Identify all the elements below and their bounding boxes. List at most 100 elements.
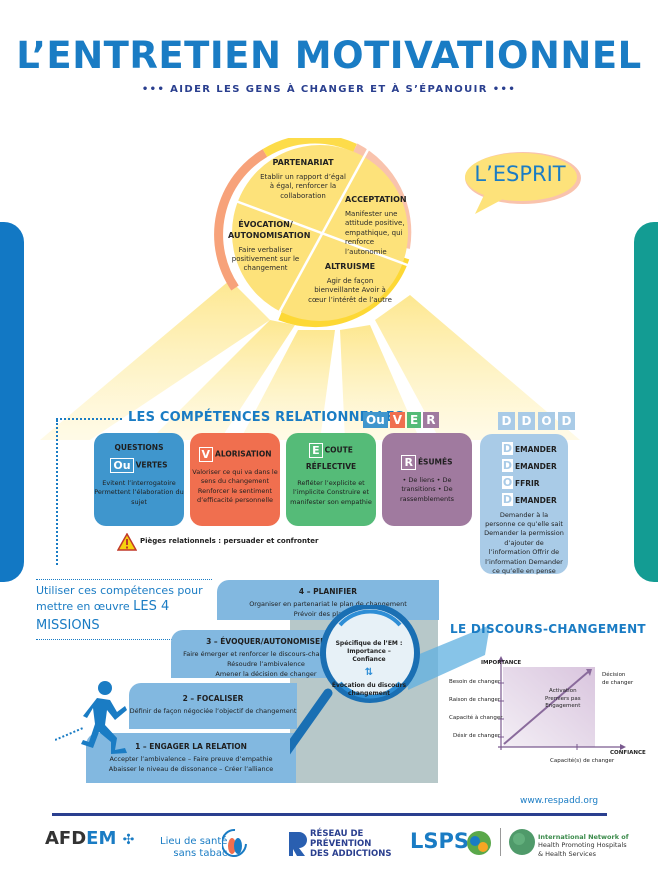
y-ticks [498, 682, 578, 750]
left-side-band [0, 222, 24, 582]
card-letter: Ou [110, 457, 134, 473]
y-level: Désir de changer [453, 733, 501, 739]
respadd-line: PRÉVENTION [310, 838, 372, 849]
respadd-logo: RÉSEAU DE PRÉVENTION DES ADDICTIONS [310, 829, 392, 859]
missions-highlight: LES 4 MISSIONS [36, 599, 170, 633]
y-axis-arrow [498, 656, 504, 662]
website-link[interactable]: www.respadd.org [520, 796, 599, 806]
discours-title: LE DISCOURS-CHANGEMENT [450, 622, 646, 636]
card-desc: Valoriser ce qui va dans le sens du chan… [192, 468, 278, 505]
tag-d: D [498, 412, 515, 430]
magnifier-icon [290, 605, 490, 755]
tag-d: D [518, 412, 535, 430]
globe-icon [509, 829, 535, 855]
dotted-connector [56, 420, 58, 565]
tag-e: E [407, 412, 422, 428]
page-subtitle: ••• AIDER LES GENS À CHANGER ET À S’ÉPAN… [141, 84, 517, 95]
mission-step-1: 1 – ENGAGER LA RELATION Accepter l’ambiv… [86, 733, 296, 783]
step-title: 4 – PLANIFIER [298, 587, 358, 596]
footer-divider [52, 813, 607, 816]
card-desc: • De liens • De transitions • De rassemb… [399, 476, 455, 503]
esprit-label: L’ESPRIT [474, 162, 566, 186]
y-level: Raison de changer [449, 697, 501, 703]
hph-line: Health Promoting Hospitals [538, 841, 627, 850]
card-desc: Refléter l’explicite et l’implicite Cons… [290, 478, 372, 506]
sun-rays [40, 280, 580, 440]
respadd-line: DES ADDICTIONS [310, 848, 392, 859]
ddod-rest: EMANDER [515, 445, 557, 454]
right-side-band [634, 222, 658, 582]
afdem-a: AFD [45, 828, 87, 849]
step-line: Faire émerger et renforcer le discours-c… [183, 650, 349, 659]
respadd-icon [289, 832, 307, 856]
end-line: Décision [602, 672, 626, 678]
mission-step-4: 4 – PLANIFIER Organiser en partenariat l… [217, 580, 439, 620]
lieu-line: sans tabac [173, 848, 228, 859]
magnifier-text: Spécifique de l’EM : Importance – Confia… [330, 640, 408, 698]
hph-logo: International Network of Health Promotin… [538, 833, 629, 858]
card-sub: RÉFLECTIVE [305, 462, 357, 471]
mission-step-2: 2 – FOCALISER Définir de façon négociée … [129, 683, 297, 729]
tag-v: V [389, 412, 406, 428]
tag-r: R [423, 412, 439, 428]
x-axis-arrow [620, 744, 626, 750]
hph-line: International Network of [538, 833, 629, 841]
page-title: L’ENTRETIEN MOTIVATIONNEL [16, 34, 642, 77]
center-line: Activation [549, 688, 577, 694]
updown-arrow-icon: ⇅ [364, 667, 374, 679]
puzzle-icon: ✣ [122, 832, 135, 848]
tag-d: D [558, 412, 575, 430]
center-text: Activation Premiers pas Engagement [545, 688, 581, 711]
magnifier-line: Spécifique de l’EM : Importance – Confia… [335, 640, 403, 664]
ray [340, 325, 420, 440]
step-title: 1 – ENGAGER LA RELATION [135, 742, 247, 751]
quadrant-text: Manifester une attitude positive, empath… [345, 209, 405, 256]
step-line: Prévoir des plans “B” [293, 610, 363, 618]
runner-icon [55, 681, 127, 754]
card-pre: QUESTIONS [114, 443, 164, 452]
tag-o: O [538, 412, 555, 430]
step-line: Abaisser le niveau de dissonance – Créer… [108, 765, 274, 773]
ddod-desc: Demander à la personne ce qu’elle sait D… [484, 510, 564, 576]
quadrant-title: ÉVOCATION/ AUTONOMISATION [228, 220, 311, 240]
step-line: Résoudre l’ambivalence [227, 660, 305, 668]
card-rest: VERTES [135, 460, 168, 470]
ddod-rest: EMANDER [515, 461, 557, 471]
ddod-rest: EMANDER [515, 495, 557, 505]
x-axis-label: CONFIANCE [610, 750, 646, 756]
warning-text: Pièges relationnels : persuader et confr… [140, 537, 319, 545]
quadrant-title: ACCEPTATION [345, 195, 407, 204]
ray [375, 295, 580, 440]
tag-ou: Ou [363, 412, 388, 428]
lsps-icon [467, 831, 491, 855]
end-label: Décision de changer [602, 672, 633, 687]
afdem-b: EM [86, 828, 117, 849]
ddod-letter: D [502, 442, 513, 455]
card-rest: ALORISATION [215, 449, 272, 459]
quadrant-title: ALTRUISME [324, 262, 376, 271]
step-title: 2 – FOCALISER [182, 694, 244, 703]
quadrant-text: Etablir un rapport d’égal à égal, renfor… [260, 172, 346, 200]
card-letter: E [309, 443, 323, 458]
step-line: Accepter l’ambivalence – Faire preuve d’… [109, 755, 273, 764]
quadrant-title: PARTENARIAT [272, 158, 334, 167]
card-desc: Evitent l’interrogatoire Permettent l’él… [94, 478, 184, 506]
ddod-letter: D [502, 492, 513, 506]
card-letter: V [198, 447, 214, 462]
step-line: Amener la décision de changer [215, 669, 317, 678]
quadrant-text: Agir de façon bienveillante Avoir à cœur… [308, 276, 392, 304]
missions-intro-text: Utiliser ces compétences pour mettre en … [36, 584, 203, 614]
quadrant-altruisme: ALTRUISME Agir de façon bienveillante Av… [305, 262, 395, 305]
step-line: Organiser en partenariat le plan de chan… [249, 600, 407, 609]
lsps-logo: LSPS [410, 829, 470, 853]
